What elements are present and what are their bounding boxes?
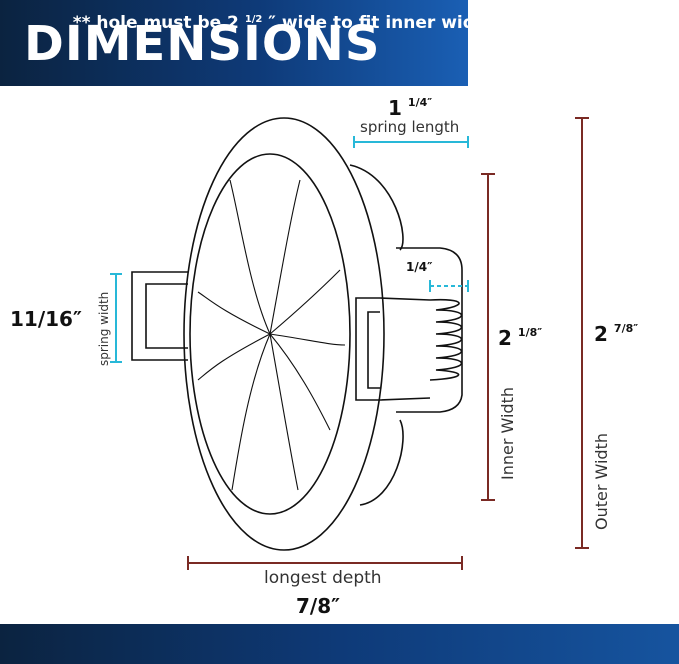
spring-coil <box>429 298 462 381</box>
inner-opening <box>189 153 351 515</box>
right-clip-arms <box>379 297 431 401</box>
spring-length-value: 1 1/4″ <box>388 96 432 120</box>
inner-width-whole: 2 <box>498 326 512 350</box>
footer-note: ** hole must be 2 1/2 ″ wide to fit inne… <box>0 0 679 40</box>
spring-length-whole: 1 <box>388 96 402 120</box>
right-housing <box>396 247 463 413</box>
grommet-outline <box>131 117 463 551</box>
spring-length-fraction: 1/4″ <box>407 96 433 109</box>
outer-width-dimension <box>575 117 589 549</box>
footer-note-fraction: 1/2 <box>244 14 263 25</box>
depth-value: 7/8″ <box>296 594 341 618</box>
right-clip-inner <box>367 311 380 389</box>
outer-width-value: 2 7/8″ <box>594 322 638 346</box>
spring-offset-dimension <box>429 280 469 292</box>
left-clip-outer <box>131 271 188 361</box>
outer-width-fraction: 7/8″ <box>613 322 639 335</box>
page-title: DIMENSIONS <box>24 16 381 72</box>
spring-length-caption: spring length <box>360 118 460 136</box>
inner-width-dimension <box>481 173 495 501</box>
spring-width-caption: spring width <box>97 291 111 366</box>
footer-note-part1: ** hole must be 2 <box>72 13 245 33</box>
footer-banner <box>0 624 679 664</box>
depth-caption: longest depth <box>264 568 382 588</box>
flap-slits <box>197 179 346 491</box>
footer-note-part2: ″ wide to fit inner width & spring ** <box>262 13 607 33</box>
outer-flange <box>183 117 385 551</box>
right-clip-outer <box>355 297 380 401</box>
spring-width-value: 11/16″ <box>10 307 82 331</box>
back-rim-top <box>349 164 404 251</box>
depth-dimension <box>187 556 463 570</box>
spring-width-dimension <box>110 273 122 363</box>
outer-width-whole: 2 <box>594 322 608 346</box>
spring-offset-value: 1/4″ <box>406 260 433 274</box>
inner-width-fraction: 1/8″ <box>517 326 543 339</box>
inner-width-value: 2 1/8″ <box>498 326 542 350</box>
back-rim-bottom <box>359 419 404 506</box>
outer-width-caption: Outer Width <box>592 433 611 530</box>
left-clip-inner <box>145 283 188 349</box>
header-banner <box>0 0 468 86</box>
spring-length-dimension <box>353 136 469 148</box>
inner-width-caption: Inner Width <box>498 387 517 480</box>
